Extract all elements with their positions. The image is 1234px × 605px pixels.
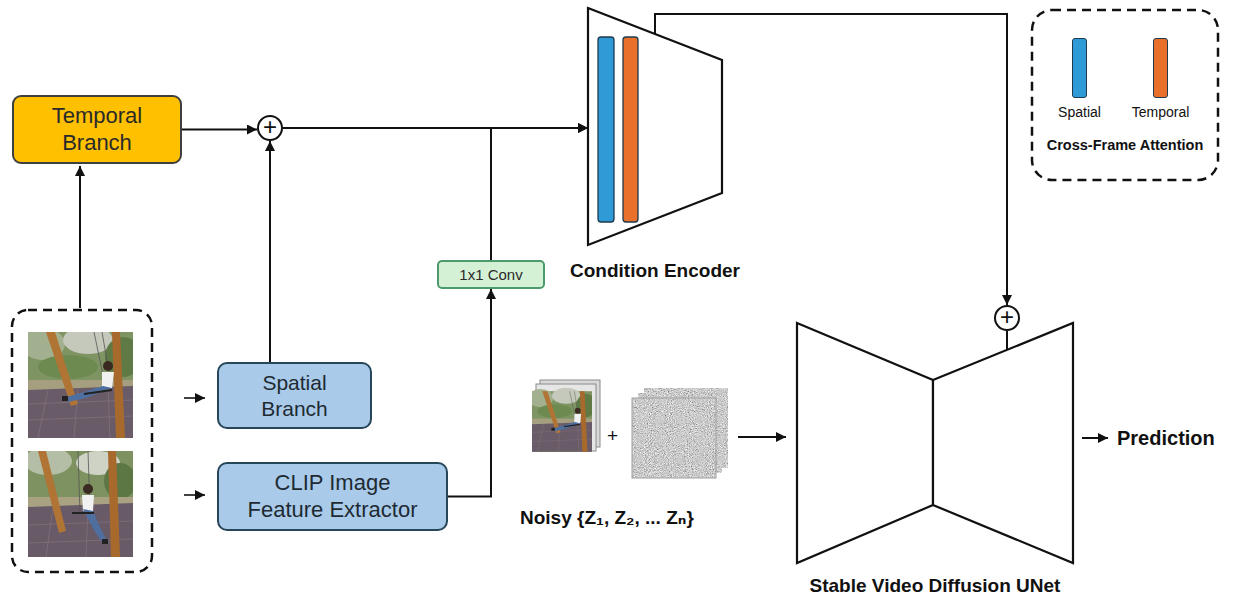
spatial-branch-box: Spatial Branch [217,362,372,429]
legend-swatch [1072,38,1087,98]
unet-shape [797,323,1073,563]
flow-arrow [491,128,588,260]
box-label: Spatial Branch [231,370,358,420]
legend-label: Temporal [1132,104,1190,120]
block-title: Stable Video Diffusion UNet [810,575,1061,598]
input-arrow [79,166,81,308]
output-arrow [1082,437,1108,439]
sum-symbol: + [1000,305,1014,329]
box-label: 1x1 Conv [459,266,522,284]
video-frame [21,326,141,438]
input-arrow [184,397,205,399]
legend-swatch [1153,38,1168,98]
flow-arrow [448,289,491,497]
legend-frame [1032,10,1218,180]
flow-arrow [182,129,257,131]
spatial-attention-bar [598,37,614,222]
block-title: Condition Encoder [548,260,762,283]
noisy-latent-label: Noisy {Z₁, Z₂, ... Zₙ} [520,507,694,529]
unet-decoder-half [933,323,1073,563]
frame-group-outline [12,310,152,572]
input-frames [12,310,152,572]
illustration-part [632,398,716,478]
flow-arrow [269,141,271,362]
sum-symbol: + [263,115,277,139]
sum-node: + [257,115,283,141]
input-arrow [738,436,786,438]
legend-title: Cross-Frame Attention [1047,137,1204,154]
video-frame [24,447,136,557]
illustration-part [632,398,716,478]
clip-extractor-box: CLIP Image Feature Extractor [217,462,448,531]
box-label: Temporal Branch [24,103,170,156]
unet-block: Stable Video Diffusion UNet [797,323,1073,563]
encoder-outline [588,8,722,245]
temporal-branch-box: Temporal Branch [12,95,182,164]
output-label: Prediction [1117,427,1215,450]
plus-sign: + [607,425,618,447]
noisy-latents [528,380,728,478]
condition-encoder: Condition Encoder [588,8,722,245]
temporal-attention-bar [623,37,638,222]
legend-label: Spatial [1058,104,1101,120]
input-arrow [184,494,205,496]
conv-box: 1x1 Conv [437,260,545,289]
flow-arrow [1006,331,1008,350]
unet-encoder-half [797,323,933,563]
illustration-part [528,388,597,452]
box-label: CLIP Image Feature Extractor [242,470,423,523]
encoder-shape [588,8,722,245]
sum-node: + [994,305,1020,331]
